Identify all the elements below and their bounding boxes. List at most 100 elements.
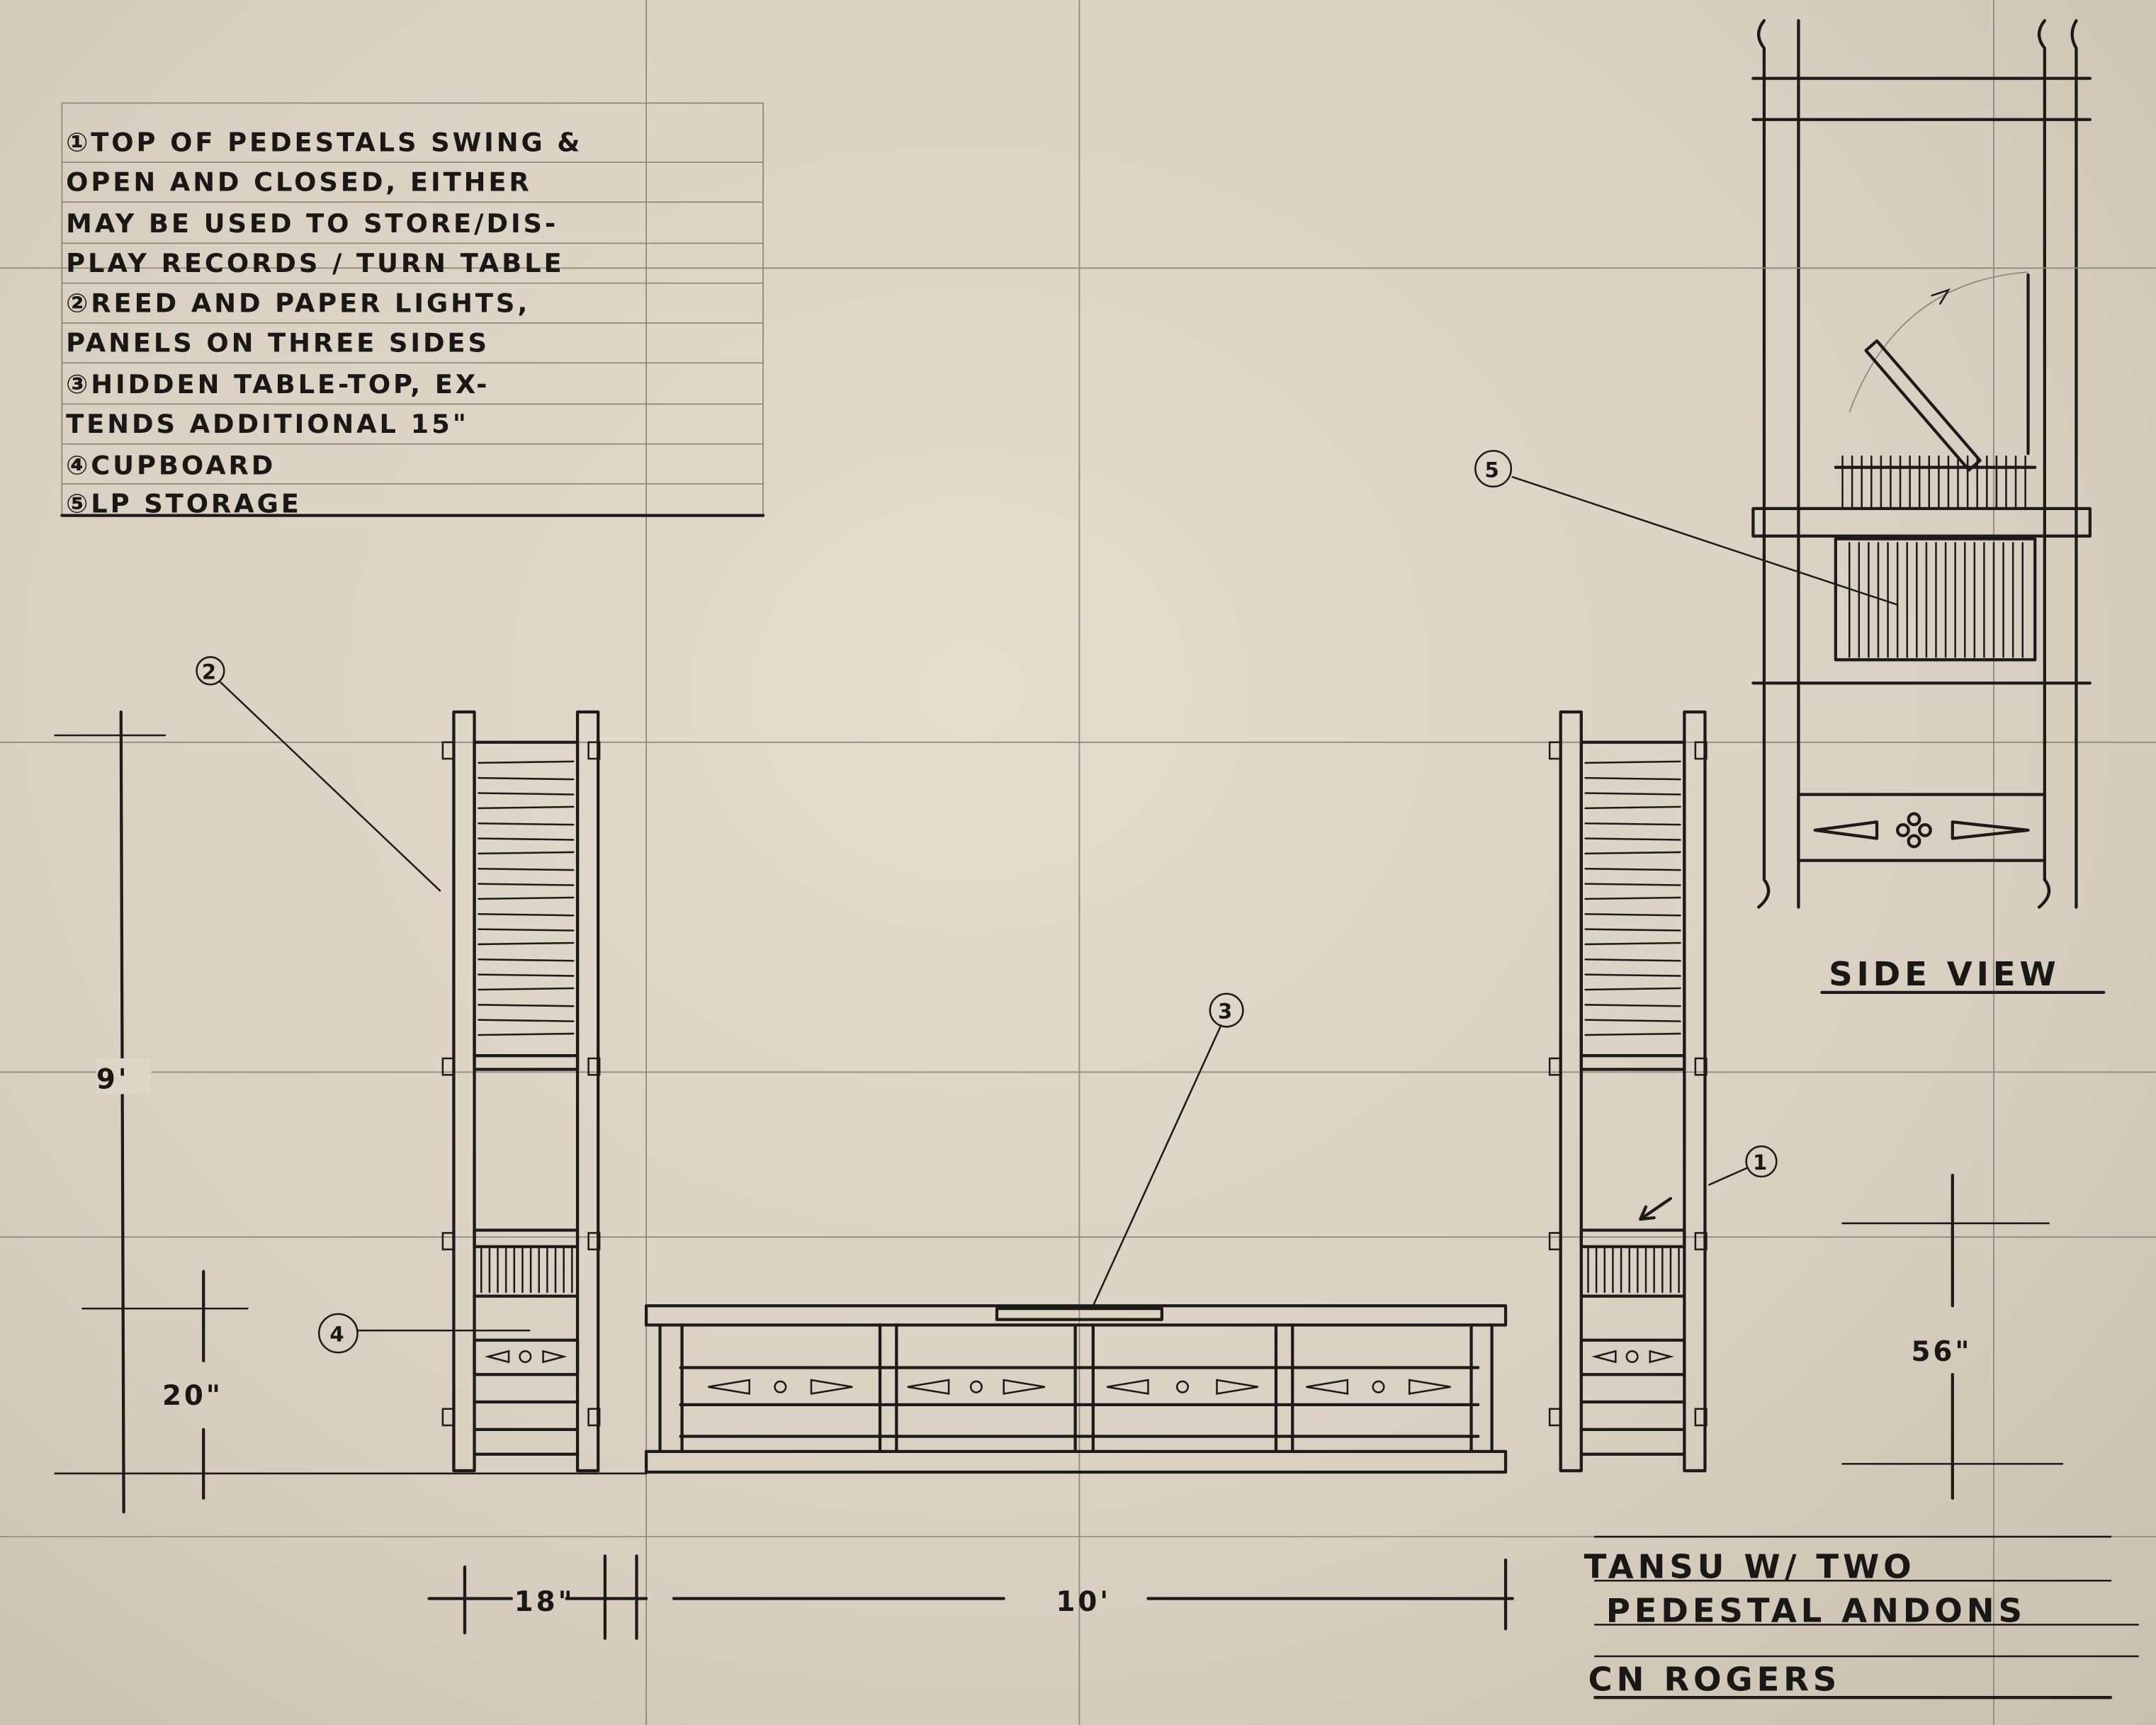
note-line: ②REED AND PAPER LIGHTS, <box>66 288 530 318</box>
pedestal-top <box>473 1228 580 1248</box>
height-label-bg <box>96 1058 152 1095</box>
peg <box>587 1232 601 1250</box>
reed-slat <box>478 1032 575 1036</box>
peg <box>441 741 455 760</box>
pedestal-top <box>1579 1228 1686 1248</box>
reed-slat <box>478 851 575 855</box>
swing-arc <box>1849 271 2028 413</box>
reed-slat <box>1584 867 1681 871</box>
leader-line-1 <box>1708 1167 1747 1186</box>
notes-rules <box>62 162 764 485</box>
pedestal-andon-right <box>1548 710 1708 1473</box>
reed-slat <box>1584 928 1681 932</box>
ornament-icon <box>907 1379 1046 1395</box>
andon-post <box>575 710 600 1473</box>
tansu-height-label: 20" <box>162 1380 223 1412</box>
ornament-icon <box>1813 820 2030 840</box>
title-block: TANSU W/ TWO PEDESTAL ANDONS CN ROGERS <box>1584 1535 2140 1699</box>
andon-rail <box>1579 1053 1686 1071</box>
note-line: ④CUPBOARD <box>66 450 276 480</box>
lp-storage-panel <box>1834 537 2037 662</box>
lp-storage-slats <box>1848 542 2024 658</box>
ornament-icon <box>485 1350 568 1364</box>
reed-slat <box>478 776 575 781</box>
callout-4: 4 <box>329 1323 346 1347</box>
reed-slat <box>478 805 575 810</box>
callouts: 2 3 4 1 5 <box>196 450 1899 1354</box>
reed-slat <box>1584 912 1681 917</box>
ornament-icon <box>519 1350 532 1364</box>
reed-slat <box>478 1004 575 1007</box>
ornament-icon <box>1907 812 1921 827</box>
peg <box>441 1232 455 1250</box>
note-line: PANELS ON THREE SIDES <box>66 328 490 358</box>
reed-slat <box>1584 958 1681 962</box>
pedestal-andon-left <box>441 710 601 1473</box>
callout-2-circle <box>196 656 225 686</box>
reed-slat <box>478 867 575 871</box>
callout-5-circle <box>1474 450 1513 488</box>
reed-slat <box>1584 776 1681 781</box>
reed-slat <box>478 941 575 946</box>
notes-block: ①TOP OF PEDESTALS SWING & OPEN AND CLOSE… <box>60 102 765 519</box>
ornament-icon <box>1306 1379 1451 1395</box>
reed-slat <box>478 883 575 886</box>
side-mid-rail <box>1751 507 2092 538</box>
peg <box>1548 1408 1562 1427</box>
reed-slat <box>1584 760 1681 764</box>
reed-slat <box>1584 1032 1681 1036</box>
side-lid-swinging <box>1864 339 1982 472</box>
reed-slat <box>1584 822 1681 826</box>
side-back-post <box>2037 18 2078 909</box>
leader-line-5 <box>1511 476 1899 606</box>
reed-slat <box>478 792 575 796</box>
ornament-icon <box>1591 1350 1674 1364</box>
andon-post <box>1683 710 1707 1473</box>
dimension-lines: 9' 20" 56" 18" 10' <box>54 710 2064 1640</box>
note-line: TENDS ADDITIONAL 15" <box>66 409 469 439</box>
author-signature: CN ROGERS <box>1588 1660 1841 1698</box>
reed-slat <box>1584 973 1681 977</box>
note-line: ③HIDDEN TABLE-TOP, EX- <box>66 369 490 400</box>
andon-post <box>1559 710 1583 1473</box>
side-view: SIDE VIEW <box>1751 18 2106 994</box>
reed-slat <box>478 958 575 962</box>
peg <box>441 1408 455 1427</box>
reed-slat <box>478 822 575 826</box>
reed-slat <box>478 912 575 917</box>
reed-slat <box>478 837 575 841</box>
note-line: MAY BE USED TO STORE/DIS- <box>66 208 558 239</box>
side-view-label: SIDE VIEW <box>1829 955 2060 993</box>
tansu-posts <box>658 1323 1494 1454</box>
note-line: OPEN AND CLOSED, EITHER <box>66 167 532 198</box>
tansu-cabinet <box>644 1304 1508 1474</box>
reed-slat <box>1584 792 1681 796</box>
arrow-icon <box>1639 1197 1673 1221</box>
leader-line-3 <box>1092 1024 1222 1307</box>
peg <box>1694 1232 1708 1250</box>
peg <box>587 1057 601 1076</box>
callout-3-circle <box>1209 992 1244 1028</box>
ornament-icon <box>1907 834 1921 849</box>
reed-slat <box>1584 805 1681 810</box>
reed-slat <box>1584 883 1681 886</box>
peg <box>1548 741 1562 760</box>
reed-slat <box>478 973 575 977</box>
cupboard-rail <box>1579 1338 1686 1376</box>
ornament-icon <box>969 1380 983 1393</box>
ornament-icon <box>1107 1379 1258 1395</box>
peg <box>1694 1408 1708 1427</box>
title-line-1: TANSU W/ TWO <box>1584 1547 1916 1585</box>
record-slats <box>1841 455 2026 510</box>
callout-2: 2 <box>202 660 219 684</box>
callout-5: 5 <box>1485 458 1502 482</box>
ornament-icon <box>774 1380 787 1393</box>
note-line: PLAY RECORDS / TURN TABLE <box>66 248 564 278</box>
reed-slat <box>1584 941 1681 946</box>
ornament-icon <box>708 1379 853 1395</box>
pedestal-height-label: 56" <box>1912 1336 1972 1368</box>
reed-slat <box>1584 987 1681 991</box>
leader-line-2 <box>219 681 441 892</box>
